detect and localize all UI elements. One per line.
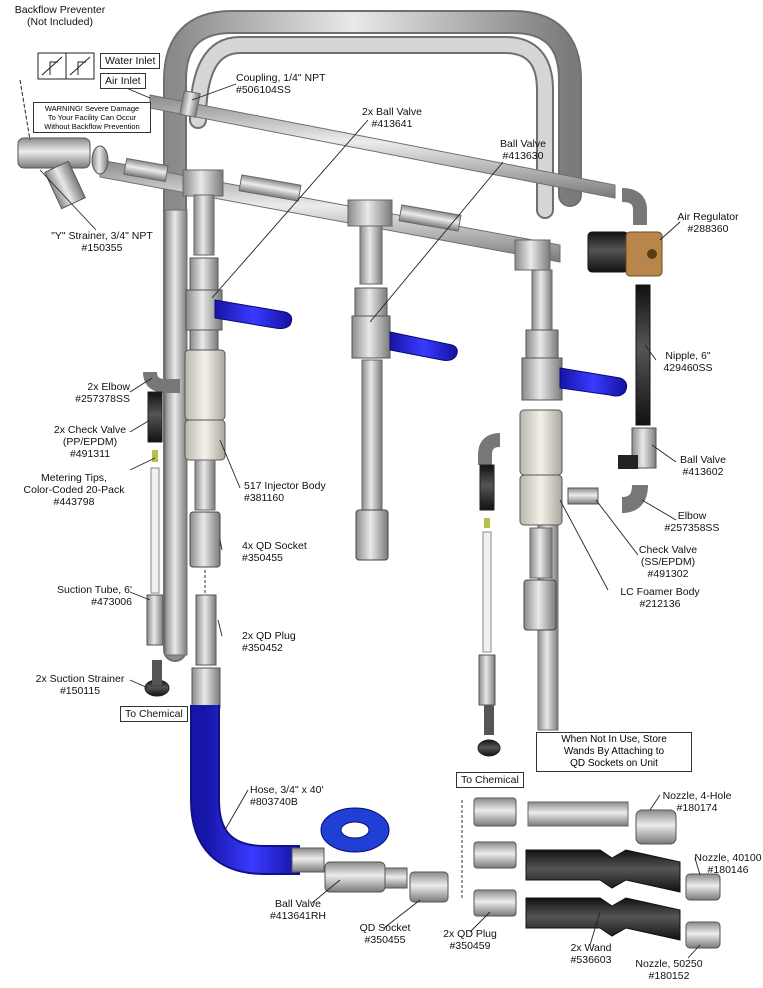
frame-tube [163, 10, 582, 731]
label-ball-valve-413602: Ball Valve #413602 [680, 454, 726, 478]
label-qd-socket-bottom: QD Socket #350455 [359, 922, 411, 946]
air-inlet-pipe [149, 90, 616, 199]
label-air-inlet: Air Inlet [100, 73, 146, 89]
bottom-valve [320, 807, 449, 903]
storage-note: When Not In Use, Store Wands By Attachin… [536, 732, 692, 772]
backflow-symbol [19, 52, 95, 141]
leader-lines [39, 66, 701, 959]
middle-assembly [351, 225, 391, 561]
left-valve-handle [214, 299, 293, 330]
label-check-valve-ss: Check Valve (SS/EPDM) #491302 [638, 544, 698, 580]
right-assembly [519, 269, 563, 631]
right-valve-handle [559, 367, 628, 397]
label-suction-tube: Suction Tube, 6' #473006 [57, 584, 132, 608]
label-nozzle-40100: Nozzle, 40100 #180146 [694, 852, 762, 876]
label-coupling: Coupling, 1/4" NPT #506104SS [236, 72, 326, 96]
y-strainer [17, 137, 109, 210]
warning-note: WARNING! Severe Damage To Your Facility … [33, 102, 151, 133]
label-y-strainer: "Y" Strainer, 3/4" NPT #150355 [51, 230, 153, 254]
label-water-inlet: Water Inlet [100, 53, 161, 69]
wands [461, 797, 721, 949]
label-qd-plug-bottom: 2x QD Plug #350459 [443, 928, 497, 952]
label-wand: 2x Wand #536603 [570, 942, 612, 966]
label-suction-strainer: 2x Suction Strainer #150115 [35, 673, 125, 697]
left-suction-line [143, 371, 180, 697]
label-ball-valve-rh: Ball Valve #413641RH [269, 898, 327, 922]
label-ball-valve-413630: Ball Valve #413630 [500, 138, 546, 162]
label-metering-tips: Metering Tips, Color-Coded 20-Pack #4437… [23, 472, 125, 508]
middle-valve-handle [389, 331, 458, 361]
label-to-chemical-right: To Chemical [456, 772, 524, 788]
label-nozzle-4hole: Nozzle, 4-Hole #180174 [662, 790, 732, 814]
label-qd-socket-4x: 4x QD Socket #350455 [242, 540, 307, 564]
left-assembly [184, 194, 226, 709]
right-suction-line [477, 433, 501, 757]
label-elbow-2x: 2x Elbow #257378SS [75, 381, 130, 405]
label-backflow-preventer: Backflow Preventer (Not Included) [14, 4, 106, 28]
label-air-regulator: Air Regulator #288360 [677, 211, 739, 235]
label-elbow-257358: Elbow #257358SS [664, 510, 720, 534]
label-ball-valve-2x: 2x Ball Valve #413641 [362, 106, 422, 130]
label-nipple: Nipple, 6" 429460SS [663, 350, 713, 374]
label-lc-foamer: LC Foamer Body #212136 [620, 586, 700, 610]
label-check-valve-2x: 2x Check Valve (PP/EPDM) #491311 [53, 424, 127, 460]
label-nozzle-50250: Nozzle, 50250 #180152 [635, 958, 703, 982]
water-manifold [99, 157, 561, 271]
hose [190, 705, 325, 875]
label-hose: Hose, 3/4" x 40' #803740B [250, 784, 324, 808]
label-qd-plug-2x: 2x QD Plug #350452 [242, 630, 296, 654]
label-injector-body: 517 Injector Body #381160 [244, 480, 326, 504]
air-side [567, 188, 663, 513]
label-to-chemical-left: To Chemical [120, 706, 188, 722]
